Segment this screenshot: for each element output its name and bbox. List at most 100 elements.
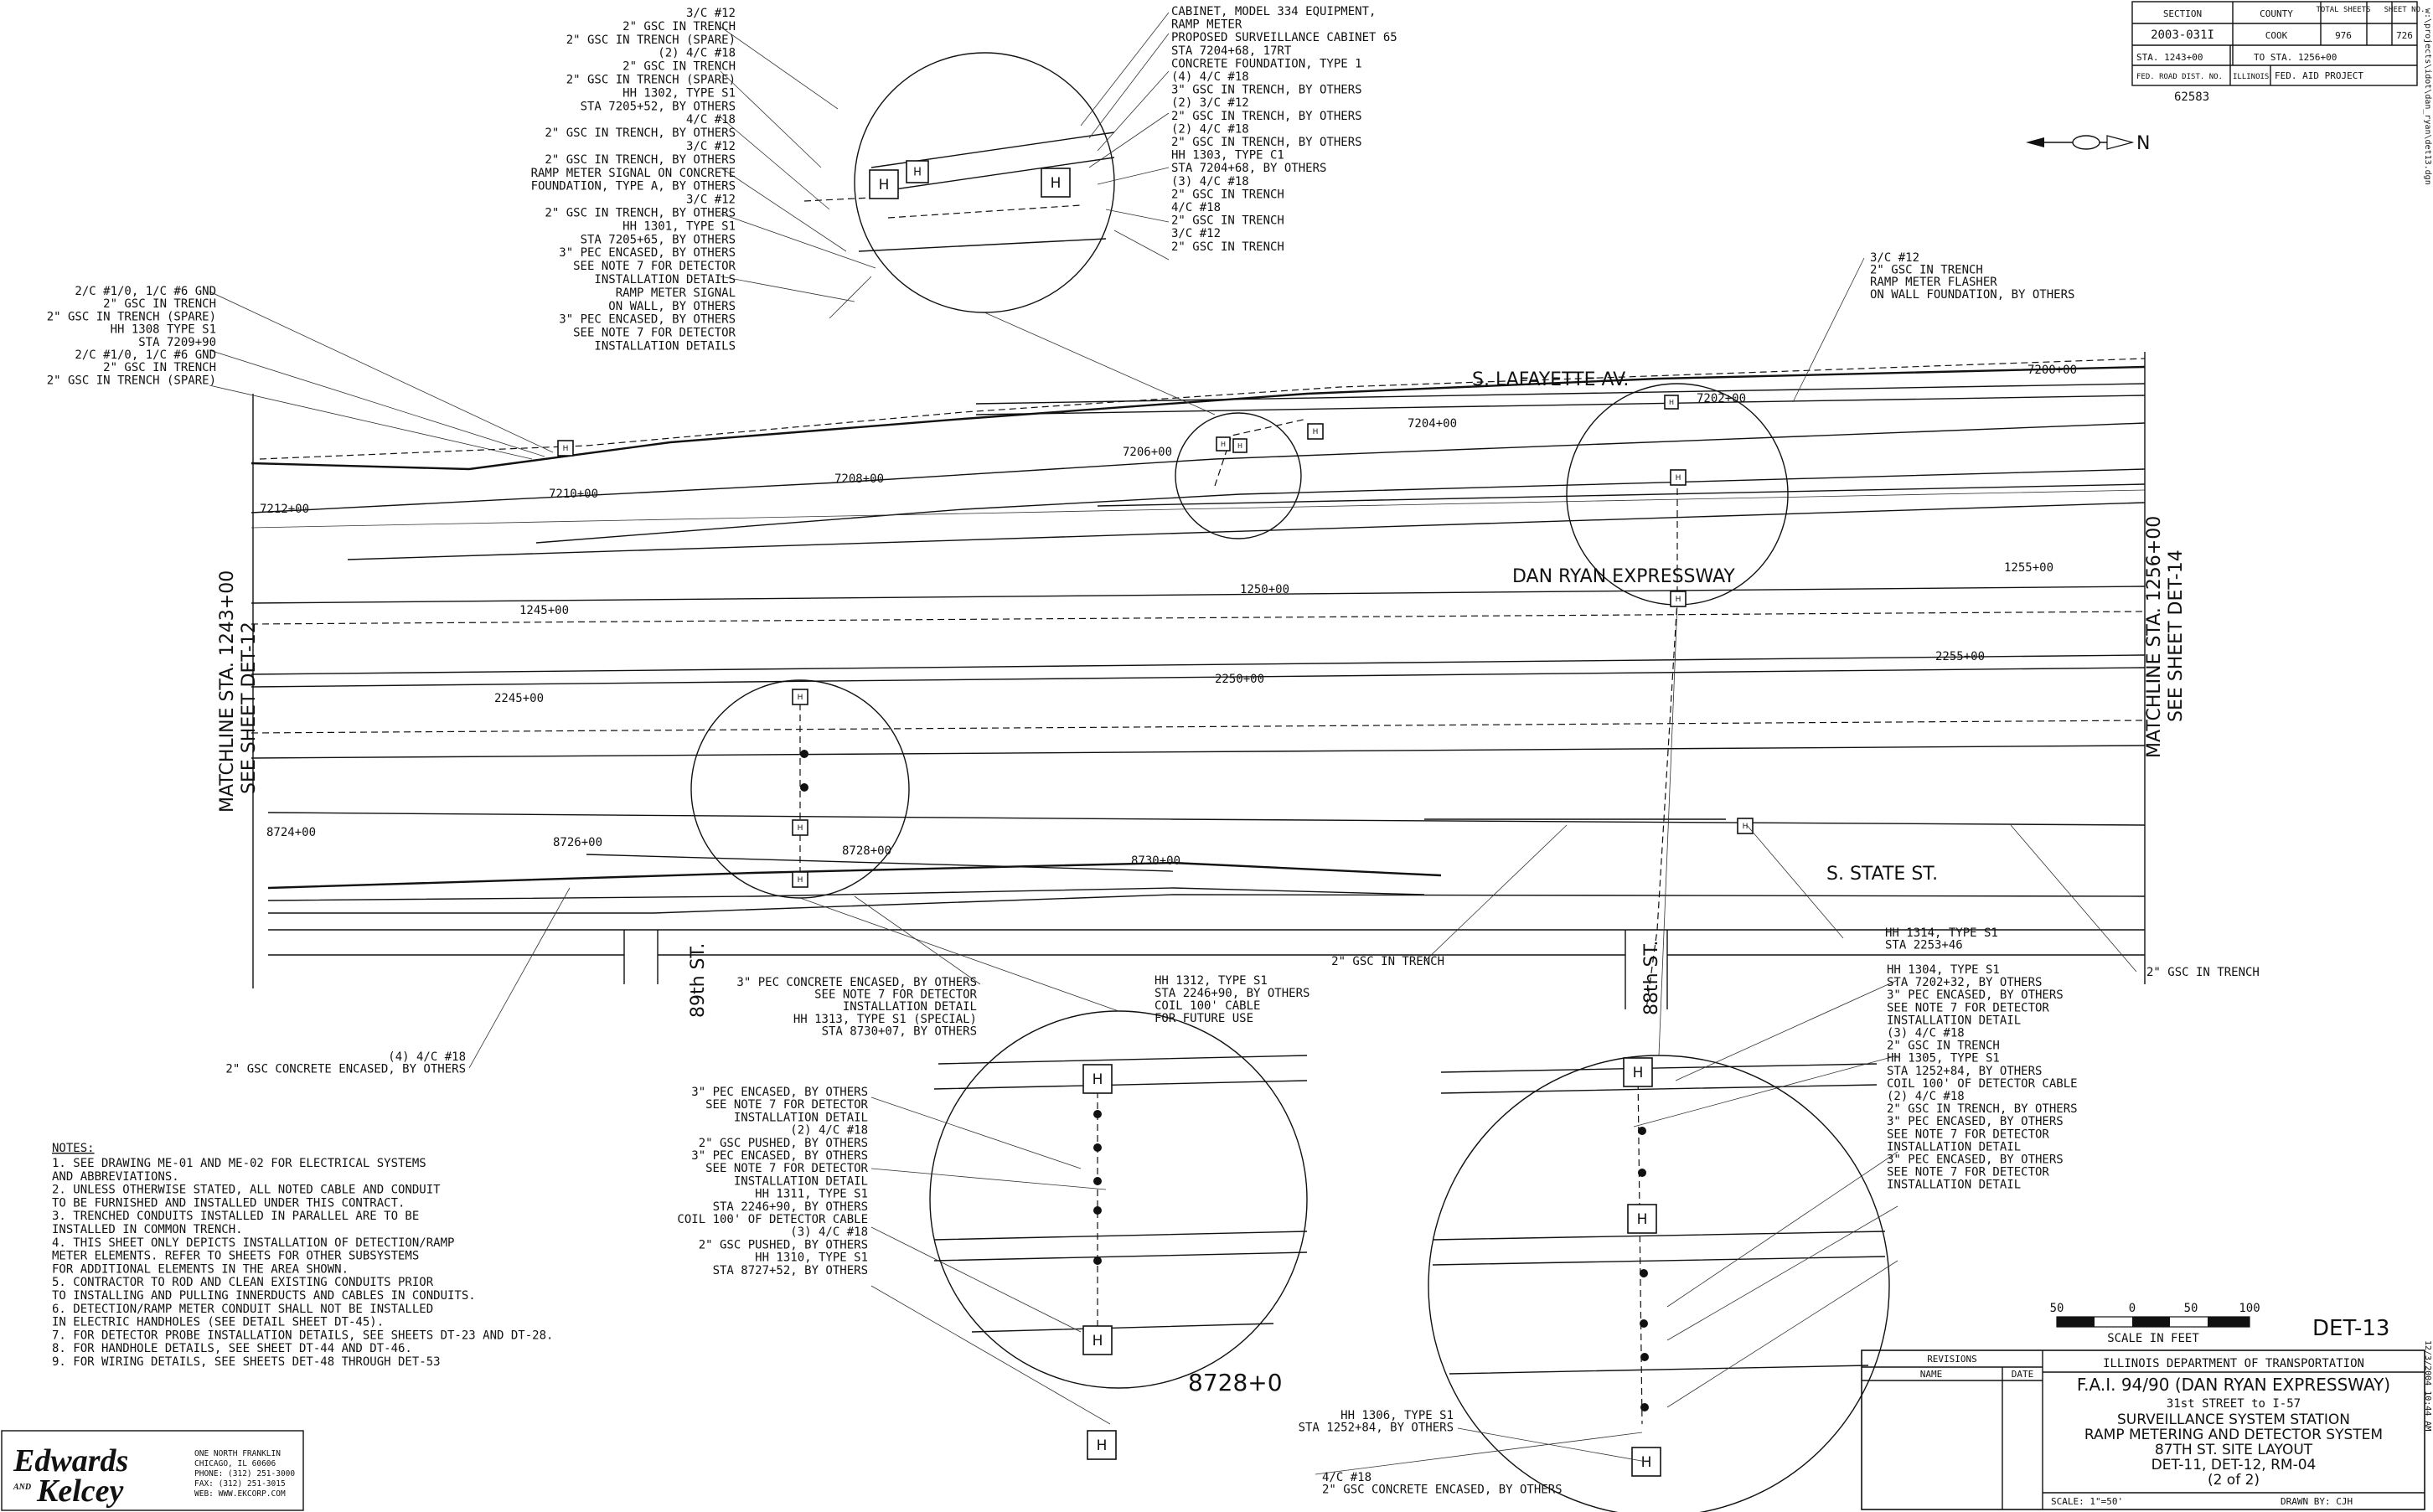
callout-text: 3" PEC ENCASED, BY OTHERS (1887, 1115, 2064, 1128)
detector-probe-icon (1640, 1319, 1648, 1328)
firm-address-line: PHONE: (312) 251-3000 (194, 1469, 295, 1478)
detector-probe-icon (1093, 1110, 1102, 1118)
callout-text: 2" GSC IN TRENCH, BY OTHERS (545, 207, 736, 220)
callout-text: STA 8727+52, BY OTHERS (713, 1264, 868, 1277)
callout-text: 3/C #12 (1171, 227, 1221, 240)
callout-text: (2) 4/C #18 (658, 47, 736, 60)
svg-text:H: H (879, 177, 890, 194)
note-line: 3. TRENCHED CONDUITS INSTALLED IN PARALL… (52, 1210, 419, 1223)
callout-text: HH 1301, TYPE S1 (622, 219, 736, 233)
callout-text: HH 1314, TYPE S1 (1885, 926, 1998, 940)
title-line5: (2 of 2) (2208, 1472, 2260, 1489)
callout-text: 2" GSC IN TRENCH (SPARE) (566, 74, 736, 87)
detector-probe-icon (1640, 1269, 1648, 1277)
station-label: 1250+00 (1240, 583, 1289, 596)
conduit-run-upper (259, 358, 2146, 460)
expressway-edge-south (267, 812, 2146, 826)
revisions-name: NAME (1920, 1369, 1943, 1380)
callout-text: (2) 4/C #18 (1171, 122, 1249, 136)
handhole-icon: H (1307, 423, 1324, 440)
leaders-bottom (468, 824, 2137, 1069)
callout-text: INSTALLATION DETAIL (734, 1111, 868, 1124)
handhole-icon: H (1216, 436, 1231, 452)
total-sheets-value: 976 (2335, 30, 2352, 41)
callout-text: 2" GSC IN TRENCH, BY OTHERS (1887, 1102, 2078, 1116)
leaders-left (209, 291, 554, 460)
handhole-icon: H (792, 689, 808, 705)
callout-text: 2" GSC IN TRENCH (SPARE) (566, 34, 736, 47)
station-label: 7210+00 (549, 488, 598, 501)
svg-text:H: H (1221, 441, 1226, 448)
callout-text: STA 2246+90, BY OTHERS (713, 1200, 868, 1214)
callout-text: HH 1305, TYPE S1 (1887, 1052, 2000, 1066)
handhole-icon: H (1664, 395, 1679, 410)
callout-text: 3" PEC ENCASED, BY OTHERS (559, 246, 736, 260)
matchline-labels: MATCHLINE STA. 1243+00 SEE SHEET DET-12 … (217, 516, 2187, 813)
note-line: 5. CONTRACTOR TO ROD AND CLEAN EXISTING … (52, 1276, 434, 1289)
svg-text:H: H (1097, 1437, 1108, 1454)
lane-line-2 (251, 586, 2146, 604)
callout-text: 2" GSC IN TRENCH (1887, 1040, 2000, 1053)
leader-ramp-flasher (1792, 257, 1865, 403)
station-label: 2250+00 (1215, 673, 1264, 686)
section-value: 2003-031I (2151, 28, 2214, 42)
callout-text: 3/C #12 (686, 140, 736, 153)
file-path: w:\projects\idot\dan_ryan\det13.dgn (2423, 8, 2432, 185)
section-head: SECTION (2163, 8, 2202, 19)
detector-probe-icon (1638, 1127, 1646, 1135)
svg-text:H: H (1676, 596, 1681, 604)
callout-text: INSTALLATION DETAIL (1887, 1179, 2021, 1192)
revisions-date: DATE (2012, 1369, 2034, 1380)
station-label: 8726+00 (553, 836, 602, 849)
detail-bl-lines (933, 1055, 1308, 1333)
callout-text: 3" PEC ENCASED, BY OTHERS (691, 1149, 868, 1163)
contract-number: 62583 (2174, 90, 2209, 104)
callout-text: HH 1304, TYPE S1 (1887, 963, 2000, 977)
callout-text: SEE NOTE 7 FOR DETECTOR (1887, 1001, 2049, 1014)
svg-text:H: H (798, 824, 803, 833)
station-labels: 7212+00 7210+00 7208+00 7206+00 7204+00 … (260, 364, 2077, 1396)
detail-circle-1312 (690, 679, 910, 899)
firm-address-line: ONE NORTH FRANKLIN (194, 1449, 281, 1458)
callout-text: HH 1310, TYPE S1 (755, 1251, 868, 1265)
note-line: AND ABBREVIATIONS. (52, 1170, 179, 1184)
callout-text: RAMP METER SIGNAL ON CONCRETE (531, 167, 736, 180)
svg-text:H: H (1093, 1071, 1103, 1088)
handhole-icon: H (557, 440, 574, 457)
callout-text: 3/C #12 (686, 194, 736, 207)
notes-heading: NOTES: (52, 1142, 95, 1155)
leaders-top-right (1080, 12, 1170, 261)
callout-text: 2" GSC IN TRENCH (103, 361, 216, 374)
handhole-icon: H (1737, 818, 1754, 834)
ramp-gore-2 (1097, 483, 2146, 507)
handhole-icon: H (1087, 1430, 1117, 1460)
roadway-plan (251, 352, 2146, 1010)
svg-text:H: H (1237, 442, 1242, 450)
street-88th: 88th ST. (1641, 941, 1662, 1015)
matchline-right-b: SEE SHEET DET-14 (2166, 550, 2187, 722)
title-line2: RAMP METERING AND DETECTOR SYSTEM (2084, 1427, 2383, 1443)
callout-text: 2/C #1/0, 1/C #6 GND (75, 285, 216, 298)
sheet-number: DET-13 (2312, 1316, 2389, 1341)
street-state: S. STATE ST. (1826, 864, 1938, 885)
callout-text: ON WALL, BY OTHERS (608, 300, 736, 313)
callout-text: (2) 3/C #12 (1171, 96, 1249, 110)
callout-text: HH 1303, TYPE C1 (1171, 149, 1284, 163)
matchline-right-a: MATCHLINE STA. 1256+00 (2144, 516, 2165, 758)
svg-text:H: H (1641, 1454, 1652, 1471)
revisions-heading: REVISIONS (1927, 1354, 1977, 1365)
callout-labels: 3/C #12 2" GSC IN TRENCH 2" GSC IN TRENCH … (47, 5, 2260, 1497)
callout-text: STA 8730+07, BY OTHERS (822, 1024, 977, 1038)
detector-probe-icon (1093, 1177, 1102, 1185)
sta-from: STA. 1243+00 (2136, 52, 2203, 63)
callout-text: HH 1312, TYPE S1 (1155, 974, 1268, 988)
street-lafayette: S. LAFAYETTE AV. (1472, 369, 1629, 390)
callout-text: FOR FUTURE USE (1155, 1012, 1253, 1025)
callout-text: STA 2253+46 (1885, 939, 1963, 952)
svg-text:H: H (563, 445, 569, 453)
firm-logo-line2: Kelcey (36, 1473, 124, 1509)
state-ramp-inner (267, 887, 1425, 901)
sheet-no-value: 726 (2396, 30, 2413, 41)
station-label: 7202+00 (1697, 392, 1746, 405)
